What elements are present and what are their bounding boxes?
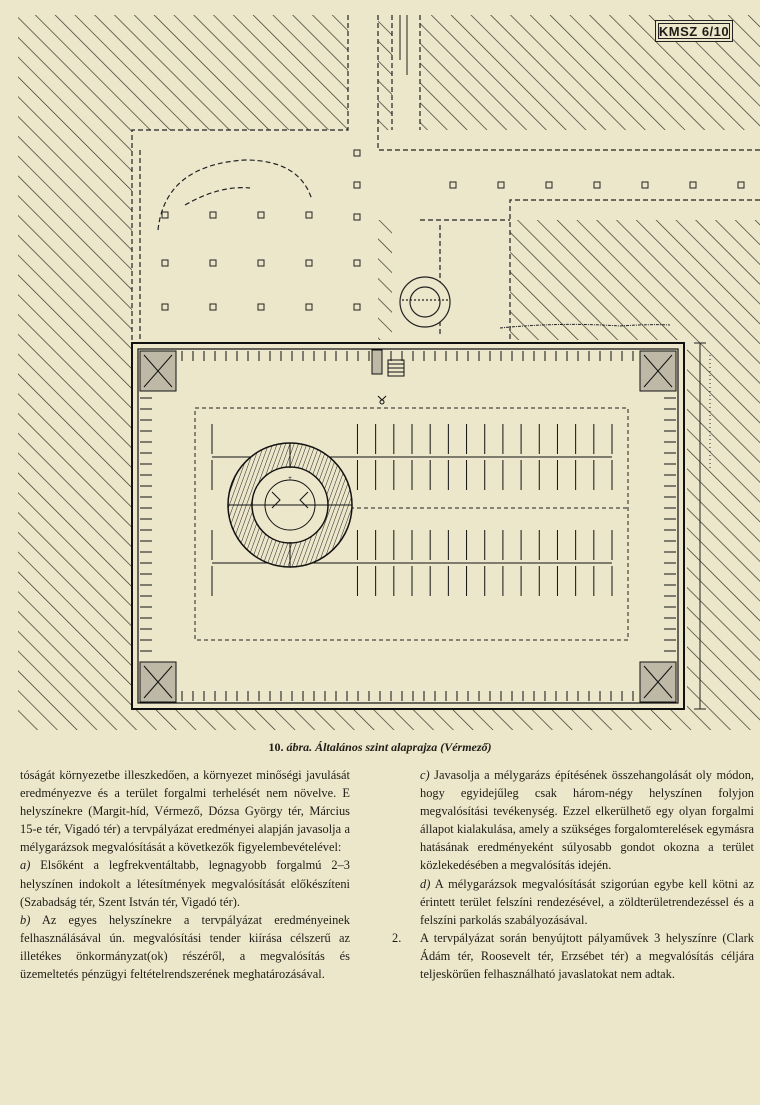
- item-d: d) A mélygarázsok megvalósítását szigorú…: [392, 875, 754, 929]
- item-a-text: Elsőként a legfrekventáltabb, legnagyobb…: [20, 858, 350, 909]
- caption-number: 10.: [268, 740, 284, 754]
- item-2-number: 2.: [392, 930, 402, 945]
- right-column: c) Javasolja a mélygarázs építésének öss…: [392, 766, 754, 983]
- item-c: c) Javasolja a mélygarázs építésének öss…: [392, 766, 754, 875]
- left-column: tóságát környezetbe illeszkedően, a körn…: [20, 766, 350, 983]
- item-d-text: A mélygarázsok megvalósítását szigorúan …: [420, 876, 754, 927]
- floor-plan-drawing: +: [18, 15, 760, 730]
- figure-code: KMSZ 6/10: [655, 20, 733, 42]
- item-2-text: A tervpályázat során benyújtott pályaműv…: [420, 930, 754, 982]
- item-b-text: Az egyes helyszínekre a tervpályázat ere…: [20, 912, 350, 982]
- item-b: b) Az egyes helyszínekre a tervpályázat …: [20, 911, 350, 983]
- item-a: a) Elsőként a legfrekventáltabb, legnagy…: [20, 856, 350, 910]
- paragraph-intro: tóságát környezetbe illeszkedően, a körn…: [20, 768, 350, 855]
- item-a-label: a): [20, 858, 31, 873]
- item-c-text: Javasolja a mélygarázs építésének összeh…: [420, 768, 754, 873]
- item-d-label: d): [420, 876, 431, 891]
- item-b-label: b): [20, 912, 31, 927]
- svg-text:+: +: [288, 476, 292, 482]
- caption-text: ábra. Általános szint alaprajza (Vérmező…: [286, 740, 492, 754]
- item-c-label: c): [420, 768, 430, 782]
- figure-caption: 10. ábra. Általános szint alaprajza (Vér…: [0, 740, 760, 755]
- numbered-item-2: 2. A tervpályázat során benyújtott pálya…: [392, 929, 754, 983]
